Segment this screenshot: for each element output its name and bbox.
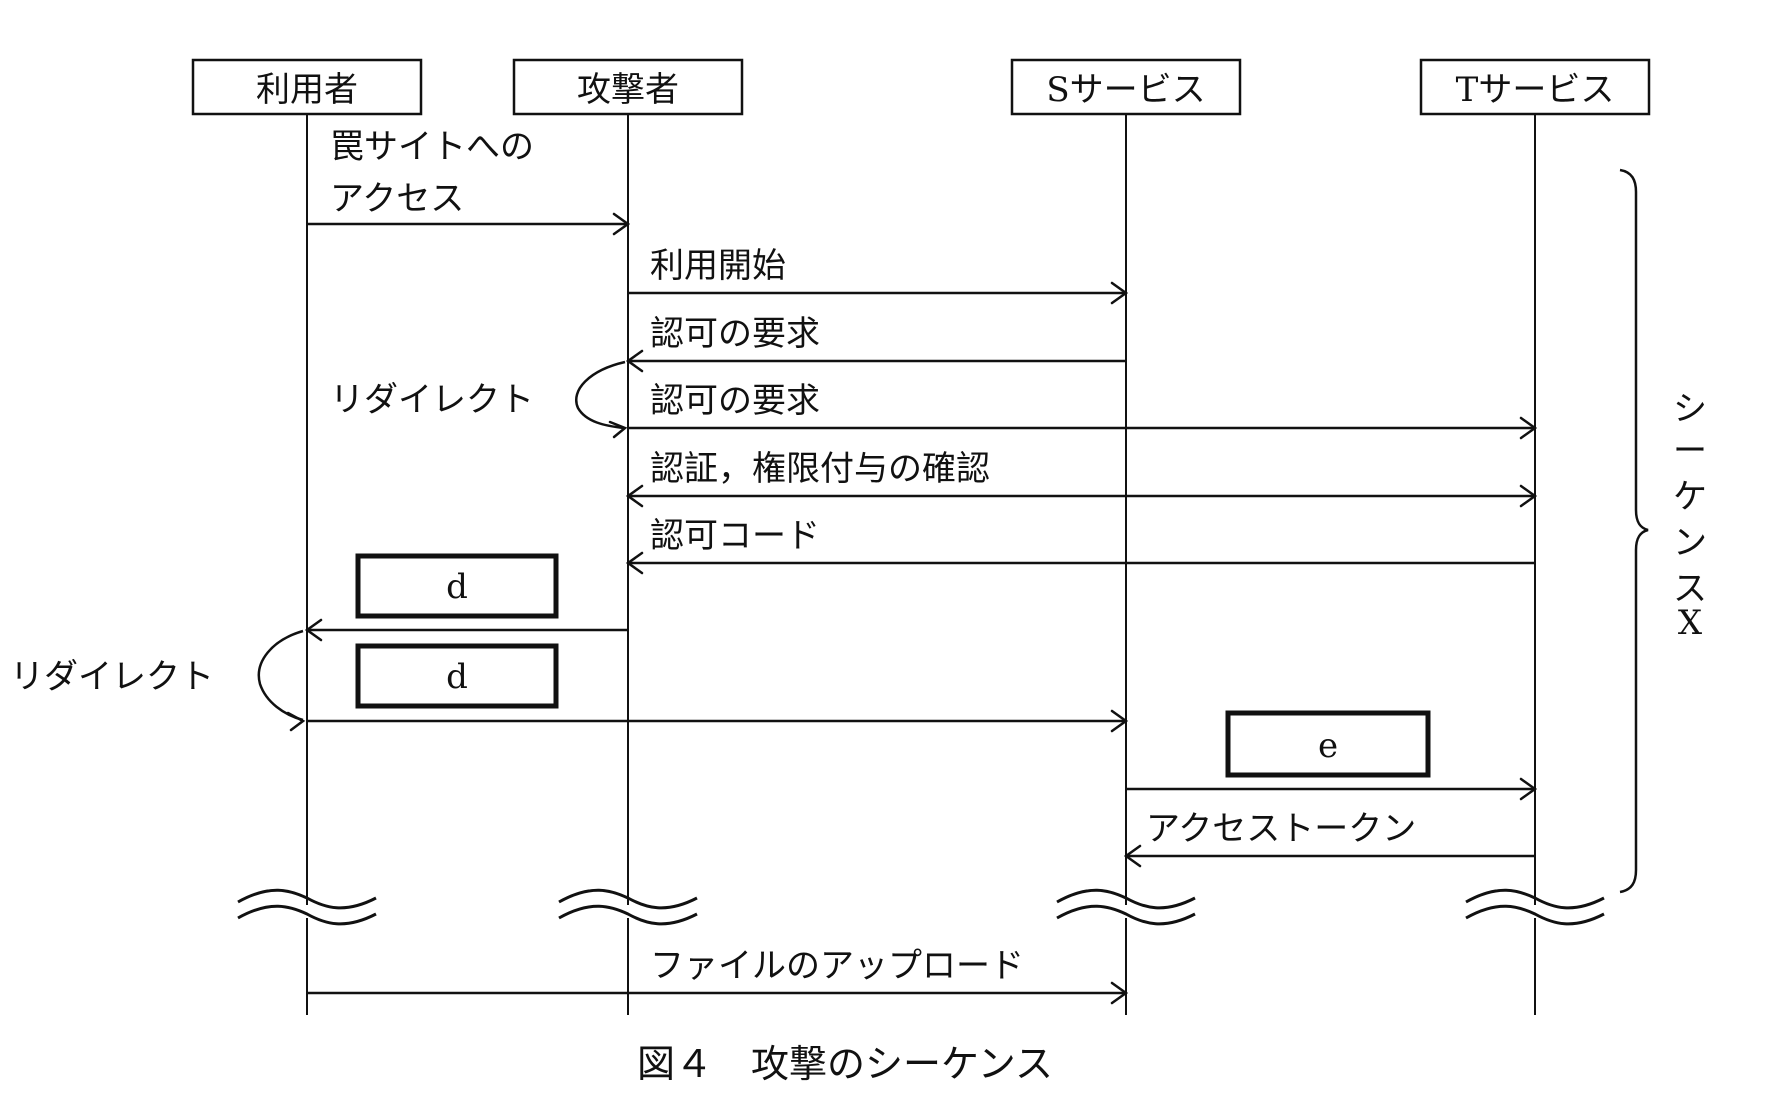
participant-user: 利用者 xyxy=(191,58,423,116)
message-file-upload: ファイルのアップロード xyxy=(307,946,1129,1005)
redirect-curve xyxy=(575,360,626,430)
sequence-label-char: ー xyxy=(1673,431,1707,471)
message-label: ファイルのアップロード xyxy=(650,946,1024,986)
arrowhead-right-icon xyxy=(612,212,631,236)
message-blank-d-1: d xyxy=(304,553,628,642)
arrowhead-right-icon xyxy=(1110,709,1129,733)
blank-box-d[interactable] xyxy=(355,643,559,709)
redirect-curve xyxy=(257,629,304,722)
message-label: 認可の要求 xyxy=(650,314,820,354)
arrowhead-right-icon xyxy=(1110,281,1129,305)
message-authz-request-2: 認可の要求 xyxy=(628,381,1538,440)
participant-label: 利用者 xyxy=(256,70,358,110)
redirect-user: リダイレクト xyxy=(10,629,306,732)
message-blank-e: e xyxy=(1126,710,1538,801)
brace-icon xyxy=(1619,168,1649,894)
break-mark-s-service xyxy=(1056,888,1196,926)
sequence-x-brace: シ ー ケ ン ス X xyxy=(1619,168,1707,894)
redirect-label: リダイレクト xyxy=(330,380,534,420)
arrowhead-right-icon xyxy=(1110,981,1129,1005)
message-access-token: アクセストークン xyxy=(1123,809,1535,868)
sequence-label-char: ケ xyxy=(1673,477,1707,517)
blank-label: e xyxy=(1318,726,1338,766)
participant-box xyxy=(512,58,744,116)
message-label: 利用開始 xyxy=(650,246,786,286)
arrowhead-left-icon xyxy=(625,349,644,373)
message-authz-request-1: 認可の要求 xyxy=(625,314,1126,373)
message-start-use: 利用開始 xyxy=(628,246,1129,305)
participant-box xyxy=(1419,58,1651,116)
blank-label: d xyxy=(446,567,468,607)
arrowhead-right-icon xyxy=(1519,416,1538,440)
message-label: 認可の要求 xyxy=(650,381,820,421)
arrowhead-icon xyxy=(608,420,628,439)
message-label: 認証，権限付与の確認 xyxy=(650,449,990,489)
arrowhead-left-icon xyxy=(304,618,323,642)
redirect-label: リダイレクト xyxy=(10,657,214,697)
redirect-attacker: リダイレクト xyxy=(330,360,628,439)
message-authn-consent: 認証，権限付与の確認 xyxy=(625,449,1538,508)
participant-label: 攻撃者 xyxy=(577,70,679,110)
participant-label: Sサービス xyxy=(1046,70,1205,110)
arrowhead-icon xyxy=(286,711,306,732)
message-trap-site-access: 罠サイトへの アクセス xyxy=(307,127,631,236)
message-label: 認可コード xyxy=(650,516,820,556)
arrowhead-right-icon xyxy=(1519,484,1538,508)
participant-t-service: Tサービス xyxy=(1419,58,1651,116)
arrowhead-right-icon xyxy=(1519,777,1538,801)
arrowhead-left-icon xyxy=(625,484,644,508)
sequence-label-char: シ xyxy=(1673,389,1707,429)
participant-attacker: 攻撃者 xyxy=(512,58,744,116)
figure-caption: 図４ 攻撃のシーケンス xyxy=(637,1042,1053,1086)
sequence-label-char: ン xyxy=(1673,523,1707,563)
blank-label: d xyxy=(446,657,468,697)
blank-box-d[interactable] xyxy=(355,553,559,619)
break-mark-user xyxy=(237,888,377,926)
participant-box xyxy=(191,58,423,116)
message-label: アクセス xyxy=(330,179,464,219)
sequence-label-char: ス xyxy=(1673,569,1707,609)
break-mark-t-service xyxy=(1465,888,1605,926)
arrowhead-left-icon xyxy=(1123,844,1142,868)
participant-s-service: Sサービス xyxy=(1010,58,1242,116)
message-blank-d-2: d xyxy=(307,643,1129,733)
arrowhead-left-icon xyxy=(625,551,644,575)
sequence-label-char: X xyxy=(1678,603,1703,643)
message-label: 罠サイトへの xyxy=(330,127,534,167)
participant-label: Tサービス xyxy=(1456,70,1615,110)
break-mark-attacker xyxy=(558,888,698,926)
blank-box-e[interactable] xyxy=(1225,710,1431,778)
message-authz-code: 認可コード xyxy=(625,516,1535,575)
message-label: アクセストークン xyxy=(1146,809,1416,849)
